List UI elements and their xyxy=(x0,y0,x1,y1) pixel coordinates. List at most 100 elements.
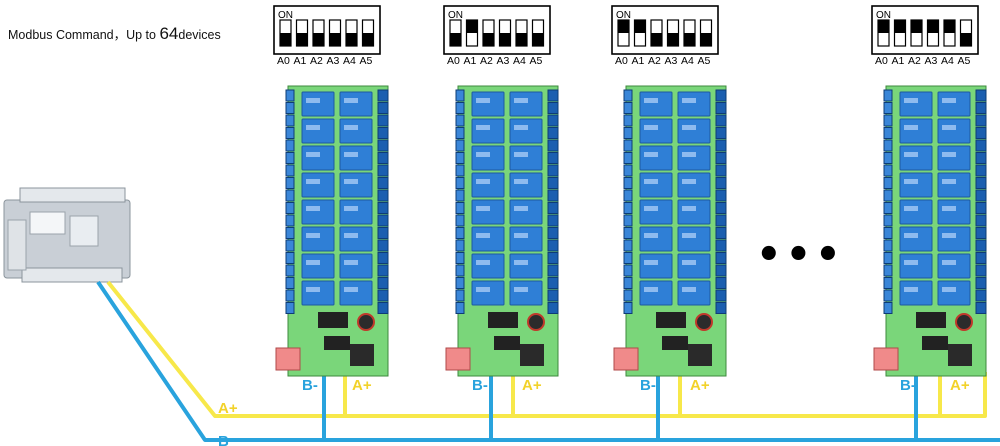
dip-address-label: A2 xyxy=(480,55,493,67)
relay-label-sticker xyxy=(904,233,918,238)
rs485-terminal xyxy=(948,344,972,366)
relay-label-sticker xyxy=(682,206,696,211)
relay xyxy=(677,91,711,117)
screw-terminal xyxy=(715,152,727,164)
screw-terminal xyxy=(715,89,727,102)
screw-terminal xyxy=(975,189,987,202)
relay-board xyxy=(613,85,727,377)
relay-label-sticker xyxy=(306,287,320,292)
dip-address-label: A3 xyxy=(327,55,340,67)
screw-terminal xyxy=(715,189,727,202)
dip-address-label: A2 xyxy=(648,55,661,67)
screw-terminal xyxy=(883,277,893,289)
device-a-plus-label: A+ xyxy=(950,377,970,394)
screw-terminal xyxy=(285,139,295,152)
capacitor xyxy=(955,313,973,331)
dip-address-label: A3 xyxy=(665,55,678,67)
screw-terminal xyxy=(547,177,559,189)
screw-terminal xyxy=(975,114,987,127)
dip-switch-knob-on xyxy=(944,20,955,33)
screw-terminal xyxy=(883,89,893,102)
relay-label-sticker xyxy=(942,125,956,130)
relay-board xyxy=(275,85,389,377)
relay-label-sticker xyxy=(344,287,358,292)
dip-address-label: A0 xyxy=(615,55,628,67)
relay-label-sticker xyxy=(942,233,956,238)
relay-label-sticker xyxy=(942,179,956,184)
relay-label-sticker xyxy=(942,287,956,292)
relay-label-sticker xyxy=(904,152,918,157)
screw-terminal xyxy=(883,127,893,139)
screw-terminal xyxy=(883,177,893,189)
dip-switch-knob-off xyxy=(280,33,291,46)
dip-address-label: A4 xyxy=(343,55,356,67)
relay xyxy=(937,118,971,144)
more-devices-ellipsis: ••• xyxy=(756,232,845,278)
relay xyxy=(899,118,933,144)
relay xyxy=(937,253,971,279)
screw-terminal xyxy=(975,89,987,102)
relay-label-sticker xyxy=(344,125,358,130)
relay-label-sticker xyxy=(644,260,658,265)
relay xyxy=(509,118,543,144)
screw-terminal xyxy=(285,289,295,302)
screw-terminal xyxy=(715,127,727,139)
relay xyxy=(471,280,505,306)
bus-wires xyxy=(96,280,1000,442)
relay xyxy=(509,199,543,225)
screw-terminal xyxy=(455,302,465,314)
screw-terminal xyxy=(455,114,465,127)
dip-on-label: ON xyxy=(616,10,631,21)
relay xyxy=(339,253,373,279)
screw-terminal xyxy=(455,289,465,302)
screw-terminal xyxy=(715,139,727,152)
relay xyxy=(509,145,543,171)
relay-board xyxy=(445,85,559,377)
dip-switch-knob-on xyxy=(466,20,478,33)
relay xyxy=(471,226,505,252)
dip-address-label: A2 xyxy=(310,55,323,67)
dip-switch-knob-off xyxy=(960,33,972,46)
relay xyxy=(639,91,673,117)
screw-terminal xyxy=(883,164,893,177)
capacitor xyxy=(357,313,375,331)
screw-terminal xyxy=(623,114,633,127)
dip-address-label: A0 xyxy=(447,55,460,67)
screw-terminal xyxy=(715,264,727,277)
relay-label-sticker xyxy=(514,98,528,103)
screw-terminal xyxy=(975,239,987,252)
screw-terminal xyxy=(455,189,465,202)
device-a-plus-label: A+ xyxy=(352,377,372,394)
dip-switch-knob-on xyxy=(878,20,889,33)
dip-switch-knob-off xyxy=(329,33,341,46)
relay-label-sticker xyxy=(904,125,918,130)
relay xyxy=(301,145,335,171)
relay xyxy=(339,280,373,306)
screw-terminal xyxy=(377,202,389,214)
screw-terminal xyxy=(623,227,633,239)
screw-terminal xyxy=(455,214,465,227)
relay-label-sticker xyxy=(904,287,918,292)
dip-switch-knob-off xyxy=(450,33,461,46)
dip-address-label: A5 xyxy=(698,55,711,67)
screw-terminal xyxy=(623,289,633,302)
dip-switch-knob-off xyxy=(313,33,324,46)
screw-terminal xyxy=(285,127,295,139)
relay xyxy=(301,172,335,198)
screw-terminal xyxy=(975,202,987,214)
screw-terminal xyxy=(285,152,295,164)
screw-terminal xyxy=(715,227,727,239)
screw-terminal xyxy=(715,202,727,214)
relay xyxy=(471,91,505,117)
dip-switch-knob-off xyxy=(296,33,308,46)
relay-label-sticker xyxy=(306,152,320,157)
dip-switch-knob-off xyxy=(700,33,712,46)
dip-address-label: A5 xyxy=(360,55,373,67)
screw-terminal xyxy=(975,164,987,177)
dip-address-label: A4 xyxy=(681,55,694,67)
screw-terminal xyxy=(285,202,295,214)
screw-terminal xyxy=(455,152,465,164)
relay xyxy=(471,199,505,225)
